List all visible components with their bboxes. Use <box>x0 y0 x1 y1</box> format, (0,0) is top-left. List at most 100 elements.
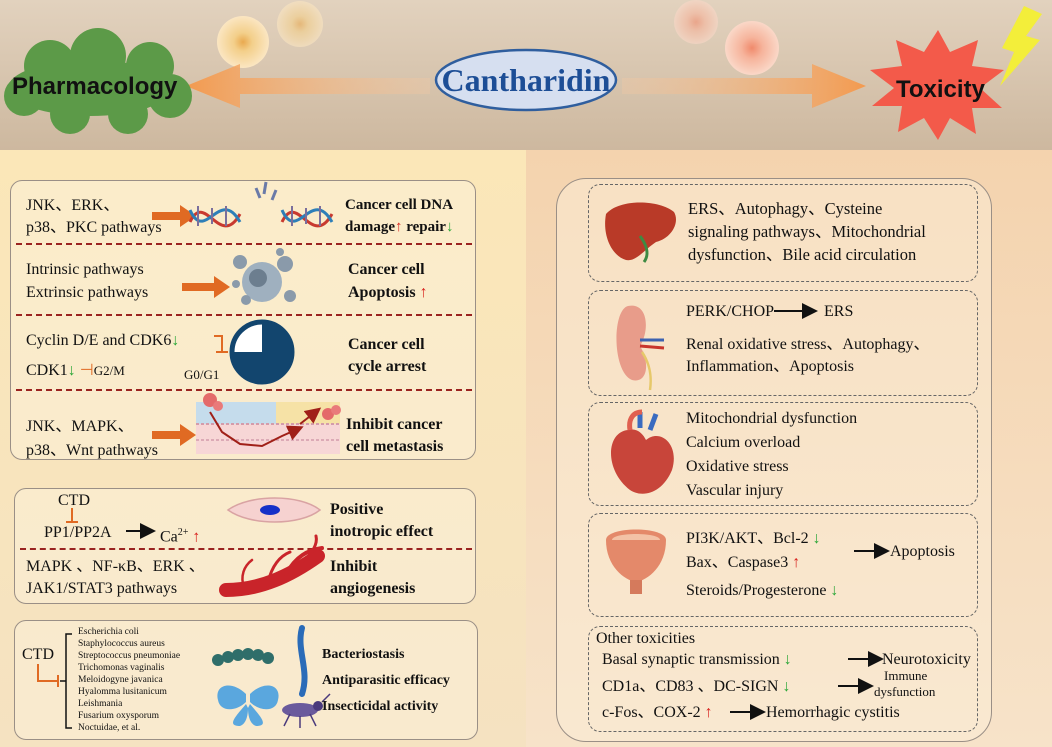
effect-insecticidal: Insecticidal activity <box>322 699 439 714</box>
organism-item: Fusarium oxysporum <box>78 711 160 721</box>
kidney-ers: ERS <box>824 303 854 320</box>
antimicrobial-ctd: CTD <box>22 646 54 663</box>
arrow-icon <box>182 276 230 298</box>
up-arrow-icon: ↑ <box>192 528 201 546</box>
bacterium-icon <box>297 625 308 697</box>
kidney-perk: PERK/CHOP <box>686 303 775 320</box>
apoptosis-pathways-line2: Extrinsic pathways <box>26 284 149 301</box>
inotropic-outcome-line1: Positive <box>330 501 384 518</box>
down-arrow-icon: ↓ <box>783 651 792 668</box>
inhibit-icon <box>66 508 78 523</box>
inotropic-ca: Ca2+ ↑ <box>160 527 201 546</box>
cycle-cyclin: Cyclin D/E and CDK6↓ <box>26 332 180 349</box>
metastasis-icon <box>196 393 341 454</box>
apoptosis-outcome-line1: Cancer cell <box>348 261 425 278</box>
organism-item: Hyalomma lusitanicum <box>78 687 167 697</box>
inhibit-icon <box>214 335 228 353</box>
other-immune-line2: dysfunction <box>874 684 936 699</box>
toxicity-burst-icon <box>870 30 1004 140</box>
toxicity-title: Toxicity <box>896 76 985 103</box>
organism-item: Trichomonas vaginalis <box>78 663 165 673</box>
bladder-apoptosis: Apoptosis <box>890 543 955 560</box>
cycle-outcome-line2: cycle arrest <box>348 358 427 375</box>
heart-line1: Mitochondrial dysfunction <box>686 410 858 427</box>
bladder-box <box>588 513 978 617</box>
cantharidin-title: Cantharidin <box>441 62 611 98</box>
up-arrow-icon: ↑ <box>792 554 801 571</box>
arrow-icon <box>152 424 196 446</box>
cycle-outcome-line1: Cancer cell <box>348 336 425 353</box>
kidney-line2: Inflammation、Apoptosis <box>686 358 854 375</box>
organism-item: Noctuidae, et al. <box>78 723 141 733</box>
dna-pathways-line1: JNK、ERK、 <box>26 197 120 214</box>
other-hemo: Hemorrhagic cystitis <box>766 704 900 721</box>
down-arrow-icon: ↓ <box>812 530 821 547</box>
other-immune-line1: Immune <box>884 668 928 683</box>
up-arrow-icon: ↑ <box>704 704 713 721</box>
arrow-icon <box>152 205 196 227</box>
pharmacology-title: Pharmacology <box>12 73 178 100</box>
right-arrow-icon <box>622 64 866 108</box>
liver-box <box>588 184 978 282</box>
heart-line4: Vascular injury <box>686 482 784 499</box>
caterpillar-icon <box>212 648 274 666</box>
separator <box>16 314 472 316</box>
effect-bacteriostasis: Bacteriostasis <box>322 647 405 662</box>
blood-vessel-icon <box>219 534 325 597</box>
cell-icon <box>674 0 718 44</box>
bladder-line2: Bax、Caspase3 ↑ <box>686 554 801 571</box>
heart-line3: Oxidative stress <box>686 458 789 475</box>
cycle-g0g1: G0/G1 <box>184 367 220 382</box>
down-arrow-icon: ↓ <box>445 219 454 235</box>
apoptosis-pathways-line1: Intrinsic pathways <box>26 261 144 278</box>
separator <box>16 389 472 391</box>
inotropic-ctd: CTD <box>58 492 90 509</box>
metastasis-pathways-line1: JNK、MAPK、 <box>26 418 134 435</box>
angiogenesis-pathways-line2: JAK1/STAT3 pathways <box>26 580 178 597</box>
bladder-line1: PI3K/AKT、Bcl-2 ↓ <box>686 530 821 547</box>
other-basal: Basal synaptic transmission ↓ <box>602 651 792 668</box>
liver-line2: signaling pathways、Mitochondrial <box>688 222 926 241</box>
down-arrow-icon: ↓ <box>171 332 180 349</box>
bladder-line3: Steroids/Progesterone ↓ <box>686 582 839 599</box>
organism-item: Staphylococcus aureus <box>78 639 165 649</box>
kidney-box <box>588 290 978 396</box>
liver-line3: dysfunction、Bile acid circulation <box>688 245 917 264</box>
other-cfos: c-Fos、COX-2 ↑ <box>602 704 713 721</box>
apoptosis-outcome-line2: Apoptosis ↑ <box>348 284 428 301</box>
other-title: Other toxicities <box>596 630 696 647</box>
cycle-cdk1: CDK1↓ ⊣G2/M <box>26 362 125 379</box>
inotropic-pp: PP1/PP2A <box>44 524 112 541</box>
lightning-icon <box>1000 6 1042 86</box>
apoptotic-cell-icon <box>232 248 296 305</box>
insect-icon <box>282 693 331 728</box>
angiogenesis-outcome-line2: angiogenesis <box>330 580 416 597</box>
angiogenesis-outcome-line1: Inhibit <box>330 558 378 575</box>
dna-outcome-line2: damage↑ repair↓ <box>345 219 454 235</box>
dna-pathways-line2: p38、PKC pathways <box>26 219 162 236</box>
bracket-icon <box>65 633 72 729</box>
other-box <box>588 626 978 732</box>
pharmacology-cloud-icon <box>4 28 192 134</box>
heart-line2: Calcium overload <box>686 434 801 451</box>
cell-icon <box>277 1 323 47</box>
cell-icon <box>217 16 269 68</box>
metastasis-outcome-line1: Inhibit cancer <box>346 416 443 433</box>
header-graphics <box>4 0 1042 140</box>
cardiomyocyte-icon <box>226 497 322 523</box>
kidney-line1: Renal oxidative stress、Autophagy、 <box>686 336 930 353</box>
heart-box <box>588 402 978 506</box>
organism-item: Leishmania <box>78 699 123 709</box>
organism-item: Escherichia coli <box>78 627 139 637</box>
up-arrow-icon: ↑ <box>419 284 428 301</box>
pharmacology-graphics <box>37 181 341 729</box>
down-arrow-icon: ↓ <box>830 582 839 599</box>
inhibit-icon <box>37 664 59 687</box>
separator <box>20 548 472 550</box>
butterfly-icon <box>217 685 279 726</box>
inhibit-icon: ⊣ <box>79 362 94 379</box>
metastasis-pathways-line2: p38、Wnt pathways <box>26 442 158 459</box>
cell-cycle-icon <box>229 319 295 385</box>
antimicrobial-panel <box>14 620 478 740</box>
up-arrow-icon: ↑ <box>395 219 403 235</box>
